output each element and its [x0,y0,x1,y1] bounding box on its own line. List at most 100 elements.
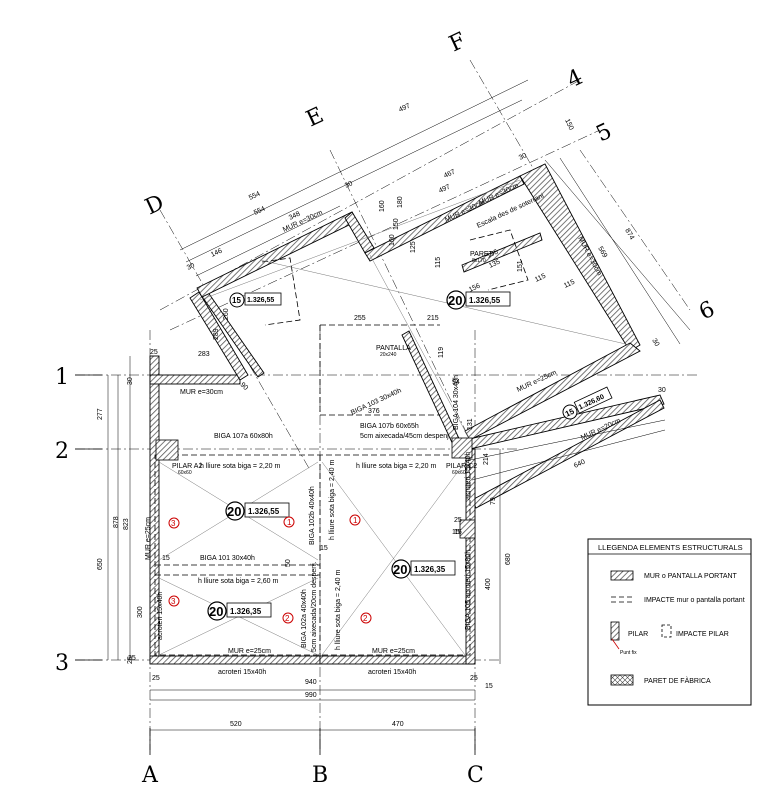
acroteri-label-2: acroteri 15x40h [218,669,266,676]
svg-text:1: 1 [353,516,358,525]
grid-labels: A B C D E F 1 2 3 4 5 6 [55,28,719,788]
dim-inner-151: 151 [517,260,524,272]
legend: LLEGENDA ELEMENTS ESTRUCTURALS MUR o PAN… [587,538,752,706]
slab-marker-4: 20 1.326,35 [207,601,272,621]
impact-outlines [154,229,529,656]
label-pilar-c2: PILAR C2 [446,463,477,470]
dim-right-9: 115 [534,273,547,284]
beam-labels: BIGA 107a 60x80h BIGA 107b 60x65h 5cm ai… [157,375,472,676]
grid-ticks [75,374,476,755]
dim-left-8: 25 [127,656,134,664]
load-bearing-walls [149,163,665,665]
grid-label-2: 2 [55,439,69,464]
dim-left-1: 277 [97,408,104,420]
dim-inner-115b: 115 [563,279,576,290]
dim-inner-289: 289 [213,328,220,340]
beam-label-104: BIGA 104 30x40h [453,375,460,430]
svg-text:2: 2 [363,614,368,623]
dim-inner-255: 255 [354,315,366,322]
beam-label-101: BIGA 101 30x40h [200,555,255,562]
dim-inner-150: 150 [393,218,400,230]
dim-inner-131: 131 [467,418,474,430]
pillars [155,437,476,539]
beam-label-102a: BIGA 102a 40x40h [301,589,308,648]
legend-swatch-paret [610,674,634,686]
dim-inner-115: 115 [435,257,442,268]
dim-right-4: 640 [573,458,587,469]
label-pilar-a2: PILAR A2 [172,463,202,470]
dim-top-10: 30 [518,152,528,162]
dim-top-4: 348 [288,210,302,221]
dim-total-width: 990 [305,692,317,699]
dim-right-6: 79 [490,497,497,505]
svg-text:3: 3 [171,519,176,528]
wall-label-1: MUR e=30cm [180,389,223,396]
slab-marker-6: 15 1.326,60 [562,386,613,420]
dim-right-8: 25 [454,517,462,524]
grid-label-6: 6 [695,297,718,326]
wall-label-5: MUR e=25cm [145,517,152,560]
slab-num: 20 [209,604,223,619]
svg-text:2: 2 [285,614,290,623]
dim-top-3: 554 [253,205,267,216]
label-h-lliure-v2: h lliure sota biga = 2,40 m [335,569,342,650]
dim-inner-50: 50 [285,559,292,567]
dimension-lines [107,79,691,731]
slab-markers: 20 1.326,55 20 1.326,55 20 1.326,35 20 1… [207,290,613,621]
dim-right-7: 30 [658,387,666,394]
dim-inner-125: 125 [410,241,417,253]
dim-top-2: 554 [248,190,262,201]
slab-level: 1.326,55 [247,297,274,304]
section-mark-1b: 1 [349,514,361,526]
label-h-lliure-v1: h lliure sota biga = 2,40 m [329,459,336,540]
acroteri-label-4: acroteri 15x40h [465,452,472,500]
svg-text:3: 3 [171,597,176,606]
grid-label-a: A [141,763,159,788]
slab-num: 20 [227,504,241,519]
slab-num: 20 [393,562,407,577]
dimension-texts: 990 940 520 470 25 25 15 277 878 650 823… [97,102,666,728]
grid-label-b: B [312,763,328,788]
beam-label-102b: BIGA 102b 40x40h [309,486,316,545]
beam-label-107b-note: 5cm aixecada/45cm despenj. [360,433,451,440]
dim-left-5: 300 [137,606,144,618]
dim-inner-15c: 15 [320,545,328,552]
dim-inner-283: 283 [198,351,210,358]
dim-top-11: 150 [563,118,574,132]
grid-label-1: 1 [55,365,69,390]
grid-label-4: 4 [563,65,586,94]
grid-label-3: 3 [55,651,69,676]
dim-inner-215: 215 [427,315,439,322]
dim-inner-400: 400 [485,578,492,590]
dim-small-2: 25 [470,675,478,682]
dim-top-7: 467 [443,168,457,179]
grid-label-f: F [445,28,469,57]
dim-left-3: 650 [97,558,104,570]
legend-label-pilar: PILAR [628,631,648,638]
section-marks: 3 1 1 3 2 2 [168,514,372,624]
dim-inner-15a: 15 [162,555,170,562]
dim-inner-135: 135 [488,258,502,269]
beam-label-102a-note: 5cm aixecada/20cm despenj. [311,561,318,652]
section-mark-2a: 2 [282,612,294,624]
dim-inner-376: 376 [368,408,380,415]
dim-right-3: 30 [650,338,660,348]
dim-inner-15b: 15 [452,529,460,536]
legend-label-impacte-pilar: IMPACTE PILAR [676,631,729,638]
beam-label-107a: BIGA 107a 60x80h [214,433,273,440]
slab-num: 20 [448,293,462,308]
dim-inner-94: 94 [452,379,460,386]
grid-label-5: 5 [592,119,615,148]
legend-label-impacte: IMPACTE mur o pantalla portant [644,597,745,604]
slab-marker-3: 20 1.326,35 [391,559,456,579]
slab-num: 15 [564,406,576,418]
grid-label-c: C [467,763,484,788]
dim-top-8: 497 [438,183,452,194]
dim-inner-100: 100 [389,234,396,246]
dim-inner-156: 156 [468,282,482,293]
dim-left-6: 30 [127,377,134,385]
dim-right-5: 214 [483,453,490,465]
slab-level: 1.326,35 [414,565,446,574]
dim-top-12: 90 [239,381,250,392]
